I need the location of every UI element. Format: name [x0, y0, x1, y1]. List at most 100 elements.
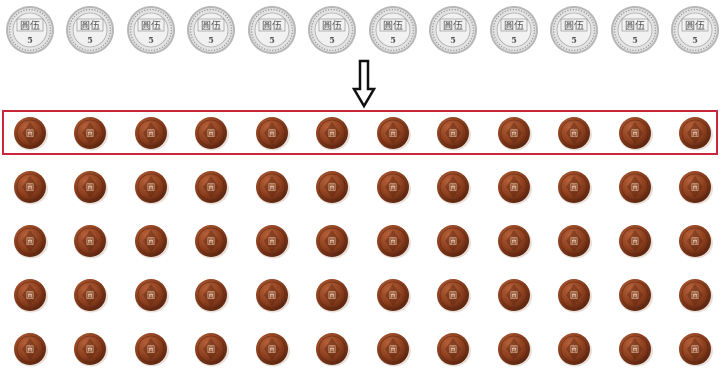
coin-mark: 圓 [389, 183, 397, 192]
one-dollar-coin: 圓 [555, 168, 593, 206]
coin-mark: 圓 [691, 183, 699, 192]
coin-mark: 圓 [268, 237, 276, 246]
one-dollar-coin: 圓 [11, 330, 49, 368]
one-dollar-coin: 圓 [71, 222, 109, 260]
one-dollar-coin: 圓 [434, 168, 472, 206]
coin-text: 圓伍 [201, 20, 221, 32]
five-dollar-coin: 圓伍5 [65, 5, 115, 55]
coin-mark: 圓 [449, 345, 457, 354]
one-dollar-coin: 圓 [253, 222, 291, 260]
one-dollar-coin: 圓 [616, 276, 654, 314]
coin-mark: 圓 [147, 237, 155, 246]
coin-mark: 圓 [207, 345, 215, 354]
coin-mark: 圓 [86, 129, 94, 138]
coin-mark: 圓 [86, 345, 94, 354]
coin-mark: 圓 [570, 129, 578, 138]
one-dollar-coin: 圓 [495, 114, 533, 152]
one-dollar-coin: 圓 [434, 222, 472, 260]
highlighted-coin-row [2, 110, 718, 155]
coin-mark: 圓 [389, 129, 397, 138]
one-dollar-coin: 圓 [676, 168, 714, 206]
one-dollar-coin: 圓 [192, 276, 230, 314]
coin-numeral: 5 [208, 35, 214, 45]
one-dollar-coin: 圓 [374, 330, 412, 368]
coin-mark: 圓 [510, 291, 518, 300]
one-dollar-coin: 圓 [495, 330, 533, 368]
coin-mark: 圓 [207, 291, 215, 300]
one-dollar-coin: 圓 [313, 168, 351, 206]
coin-mark: 圓 [207, 183, 215, 192]
coin-mark: 圓 [207, 237, 215, 246]
coin-mark: 圓 [691, 237, 699, 246]
coin-mark: 圓 [691, 345, 699, 354]
coin-mark: 圓 [631, 291, 639, 300]
coin-mark: 圓 [268, 183, 276, 192]
coin-mark: 圓 [147, 345, 155, 354]
coin-numeral: 5 [329, 35, 335, 45]
one-dollar-coin: 圓 [192, 114, 230, 152]
coin-numeral: 5 [390, 35, 396, 45]
five-dollar-coin: 圓伍 5 [307, 5, 357, 55]
one-dollar-coin: 圓 [313, 330, 351, 368]
one-dollar-coin: 圓 [132, 222, 170, 260]
coin-text: 圓伍 [625, 20, 645, 32]
one-dollar-coin: 圓 [253, 330, 291, 368]
coin-text: 圓伍 [322, 20, 342, 32]
coin-text: 圓伍 [685, 20, 705, 32]
coin-mark: 圓 [631, 129, 639, 138]
five-dollar-coin: 圓伍5 [5, 5, 55, 55]
coin-mark: 圓 [389, 237, 397, 246]
coin-mark: 圓 [147, 291, 155, 300]
one-dollar-coin: 圓 [192, 222, 230, 260]
one-dollar-coin: 圓 [253, 276, 291, 314]
coin-text: 圓伍 [80, 20, 100, 32]
five-dollar-coin: 圓伍5 [247, 5, 297, 55]
one-dollar-coin: 圓 [253, 168, 291, 206]
coin-mark: 圓 [268, 129, 276, 138]
five-dollar-coin: 圓伍5 [368, 5, 418, 55]
coin-mark: 圓 [691, 129, 699, 138]
one-dollar-coin: 圓 [616, 222, 654, 260]
coin-mark: 圓 [268, 345, 276, 354]
coin-numeral: 5 [148, 35, 154, 45]
one-dollar-coin: 圓 [434, 330, 472, 368]
one-dollar-coin: 圓 [495, 276, 533, 314]
one-dollar-coin: 圓 [71, 114, 109, 152]
one-dollar-coin: 圓 [676, 330, 714, 368]
coin-text: 圓伍 [443, 20, 463, 32]
down-arrow-icon [352, 59, 376, 109]
five-dollar-coin: 圓伍 5 [186, 5, 236, 55]
coin-mark: 圓 [570, 237, 578, 246]
five-dollar-coin: 圓伍5 [670, 5, 720, 55]
one-dollar-coin: 圓 [555, 222, 593, 260]
coin-mark: 圓 [328, 291, 336, 300]
five-dollar-coin: 圓伍5 [549, 5, 599, 55]
one-dollar-coin: 圓 [676, 222, 714, 260]
one-dollar-coin: 圓 [374, 168, 412, 206]
one-dollar-coin: 圓 [616, 168, 654, 206]
one-dollar-coin: 圓 [676, 276, 714, 314]
coin-mark: 圓 [510, 345, 518, 354]
one-dollar-coin: 圓 [71, 330, 109, 368]
coin-mark: 圓 [510, 129, 518, 138]
coin-numeral: 5 [450, 35, 456, 45]
coin-numeral: 5 [632, 35, 638, 45]
one-dollar-coin: 圓 [676, 114, 714, 152]
one-dollar-coin: 圓 [434, 276, 472, 314]
coin-mark: 圓 [86, 291, 94, 300]
coin-mark: 圓 [510, 183, 518, 192]
one-dollar-coin: 圓 [192, 168, 230, 206]
one-dollar-coin: 圓 [616, 330, 654, 368]
one-dollar-coin: 圓 [313, 114, 351, 152]
one-dollar-coin: 圓 [253, 114, 291, 152]
coin-numeral: 5 [511, 35, 517, 45]
coin-mark: 圓 [147, 183, 155, 192]
one-dollar-coin: 圓 [555, 330, 593, 368]
one-dollar-coin: 圓 [313, 276, 351, 314]
coin-mark: 圓 [389, 291, 397, 300]
one-dollar-coin: 圓 [555, 276, 593, 314]
one-dollar-coin: 圓 [11, 276, 49, 314]
one-dollar-coin: 圓 [71, 168, 109, 206]
one-dollar-coin: 圓 [434, 114, 472, 152]
coin-mark: 圓 [449, 129, 457, 138]
